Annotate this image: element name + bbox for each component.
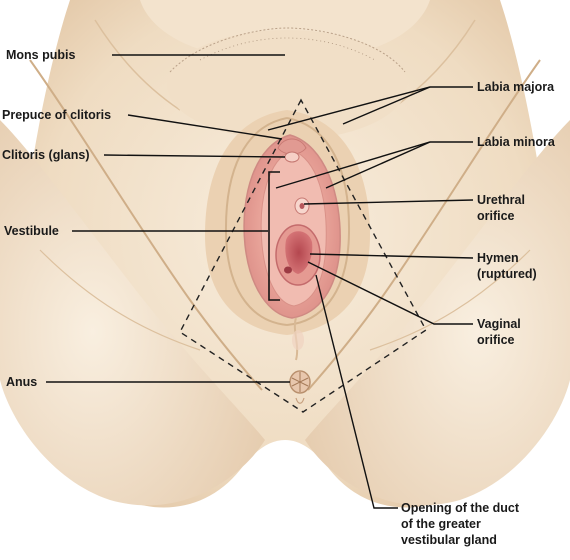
- clitoris: [277, 138, 307, 163]
- label-labia-majora: Labia majora: [477, 80, 555, 94]
- label-clitoris-glans: Clitoris (glans): [2, 148, 90, 162]
- label-urethral-orifice: Urethral orifice: [477, 192, 525, 224]
- label-gland-line1: Opening of the duct: [401, 501, 520, 515]
- label-gland-line3: vestibular gland: [401, 533, 497, 547]
- leader-urethral: [303, 199, 474, 205]
- perineum: [292, 317, 304, 361]
- label-vestibule: Vestibule: [4, 224, 59, 238]
- leader-gland: [315, 274, 398, 509]
- vaginal-orifice: [275, 224, 321, 286]
- label-vaginal-line1: Vaginal: [477, 317, 521, 331]
- label-hymen-line1: Hymen: [477, 251, 519, 265]
- vestibule-bracket: [268, 171, 280, 301]
- label-vaginal-orifice: Vaginal orifice: [477, 316, 521, 348]
- leader-clitoris: [103, 154, 286, 158]
- perineum-boundary: [179, 98, 427, 413]
- label-vaginal-line2: orifice: [477, 333, 515, 347]
- label-greater-vestibular-gland: Opening of the duct of the greater vesti…: [401, 500, 519, 548]
- label-gland-line2: of the greater: [401, 517, 481, 531]
- label-hymen-line2: (ruptured): [477, 267, 537, 281]
- leader-labia-majora-2: [342, 86, 431, 125]
- label-anus: Anus: [6, 375, 38, 389]
- leader-hymen: [309, 253, 474, 259]
- label-prepuce-of-clitoris: Prepuce of clitoris: [2, 108, 112, 122]
- mons-pubis: [167, 27, 407, 140]
- label-labia-minora: Labia minora: [477, 135, 555, 149]
- leader-vaginal: [307, 261, 473, 325]
- label-urethral-line1: Urethral: [477, 193, 525, 207]
- label-urethral-line2: orifice: [477, 209, 515, 223]
- urethral-orifice: [294, 197, 310, 215]
- label-mons-pubis: Mons pubis: [6, 48, 76, 62]
- leader-lines: [46, 54, 474, 509]
- leader-labia-minora-2: [325, 141, 431, 189]
- label-hymen: Hymen (ruptured): [477, 250, 537, 282]
- leader-prepuce: [127, 114, 283, 140]
